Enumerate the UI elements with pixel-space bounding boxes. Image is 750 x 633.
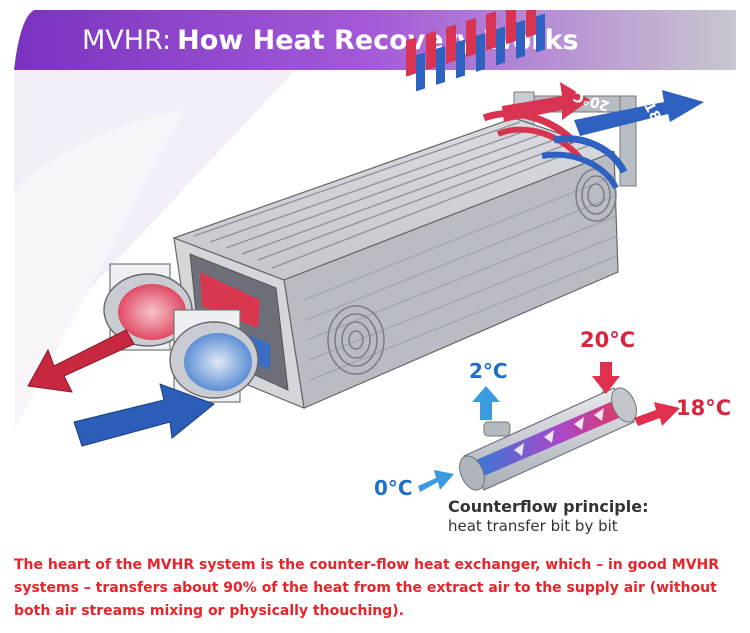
- temp-supply: 18°C: [676, 396, 731, 420]
- counterflow-subtitle: heat transfer bit by bit: [448, 517, 618, 535]
- top-right-arrows: [502, 82, 704, 136]
- spiral-panel-front: [327, 305, 385, 375]
- counterflow-inset: 0°C 2°C 20°C 18°C Counterflow principle:…: [374, 328, 731, 535]
- cool-inlet-arrow: [73, 383, 215, 447]
- arrow-exhaust-out: [472, 386, 500, 420]
- duct-label-inlet: 0°C: [117, 432, 161, 481]
- arrow-extract-in: [592, 362, 620, 394]
- header-banner: [14, 10, 736, 70]
- counterflow-title: Counterflow principle:: [448, 497, 648, 516]
- warm-outlet-arrow: [27, 329, 135, 393]
- temp-extract: 20°C: [580, 328, 635, 352]
- counterflow-inner-arrows: [514, 408, 604, 456]
- duct-rings: [103, 263, 259, 403]
- exchanger-fins: [406, 10, 628, 190]
- caption-text: The heart of the MVHR system is the coun…: [14, 557, 720, 619]
- arrow-supply-out: [634, 402, 680, 426]
- background-swoosh: [14, 46, 314, 370]
- mvhr-diagram: MVHR:How Heat Recovery Works: [14, 10, 736, 540]
- arrow-outdoor-in: [418, 470, 454, 492]
- temp-exhaust: 2°C: [469, 359, 508, 383]
- temp-outdoor: 0°C: [374, 476, 413, 500]
